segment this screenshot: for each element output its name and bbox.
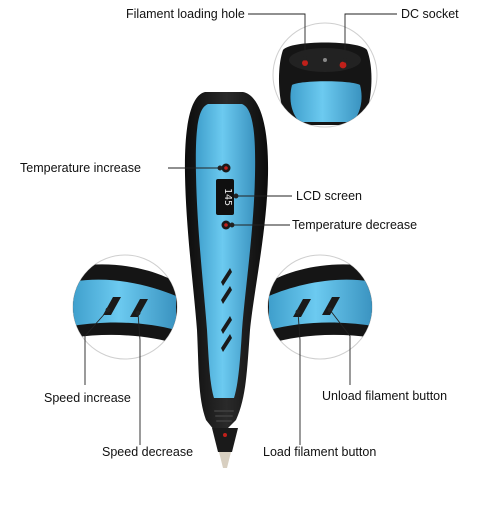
label-temperature-decrease: Temperature decrease xyxy=(292,218,418,232)
zoom-circle-speed xyxy=(72,254,178,360)
temperature-decrease-dot xyxy=(224,223,228,227)
label-speed-decrease: Speed decrease xyxy=(102,445,194,459)
label-dc-socket: DC socket xyxy=(401,7,459,21)
pen-nozzle xyxy=(219,452,231,468)
leader-load-filament xyxy=(297,311,301,445)
dc-socket-icon xyxy=(339,61,347,69)
leader-dc-socket xyxy=(344,13,397,60)
leader-filament-hole xyxy=(248,13,306,58)
label-speed-increase: Speed increase xyxy=(44,391,131,405)
label-unload-filament-button: Unload filament button xyxy=(322,389,448,403)
leader-unload-filament xyxy=(329,309,351,385)
leader-lines xyxy=(84,13,397,445)
zoom-circle-filament xyxy=(267,254,373,360)
pen-body: 145 xyxy=(184,92,269,468)
temperature-increase-dot xyxy=(224,166,228,170)
pen-blue-panel xyxy=(195,104,256,398)
leader-speed-increase xyxy=(84,309,109,385)
lcd-reading: 145 xyxy=(222,188,233,206)
body-speed-increase-button[interactable] xyxy=(221,268,232,286)
unload-filament-button-icon xyxy=(322,297,340,315)
speed-decrease-button-icon xyxy=(130,299,148,317)
filament-loading-hole-icon xyxy=(302,60,308,66)
label-load-filament-button: Load filament button xyxy=(263,445,377,459)
leader-speed-decrease xyxy=(137,312,141,445)
body-unload-button[interactable] xyxy=(221,316,232,334)
zoom-circle-top xyxy=(272,22,378,128)
vent-slots-icon xyxy=(214,410,234,437)
lcd-screen xyxy=(216,179,234,215)
label-temperature-increase: Temperature increase xyxy=(20,161,141,175)
pen-tip-cone xyxy=(212,428,238,452)
label-lcd-screen: LCD screen xyxy=(296,189,362,203)
body-load-button[interactable] xyxy=(221,334,232,352)
label-filament-loading-hole: Filament loading hole xyxy=(126,7,245,21)
body-speed-decrease-button[interactable] xyxy=(221,286,232,304)
